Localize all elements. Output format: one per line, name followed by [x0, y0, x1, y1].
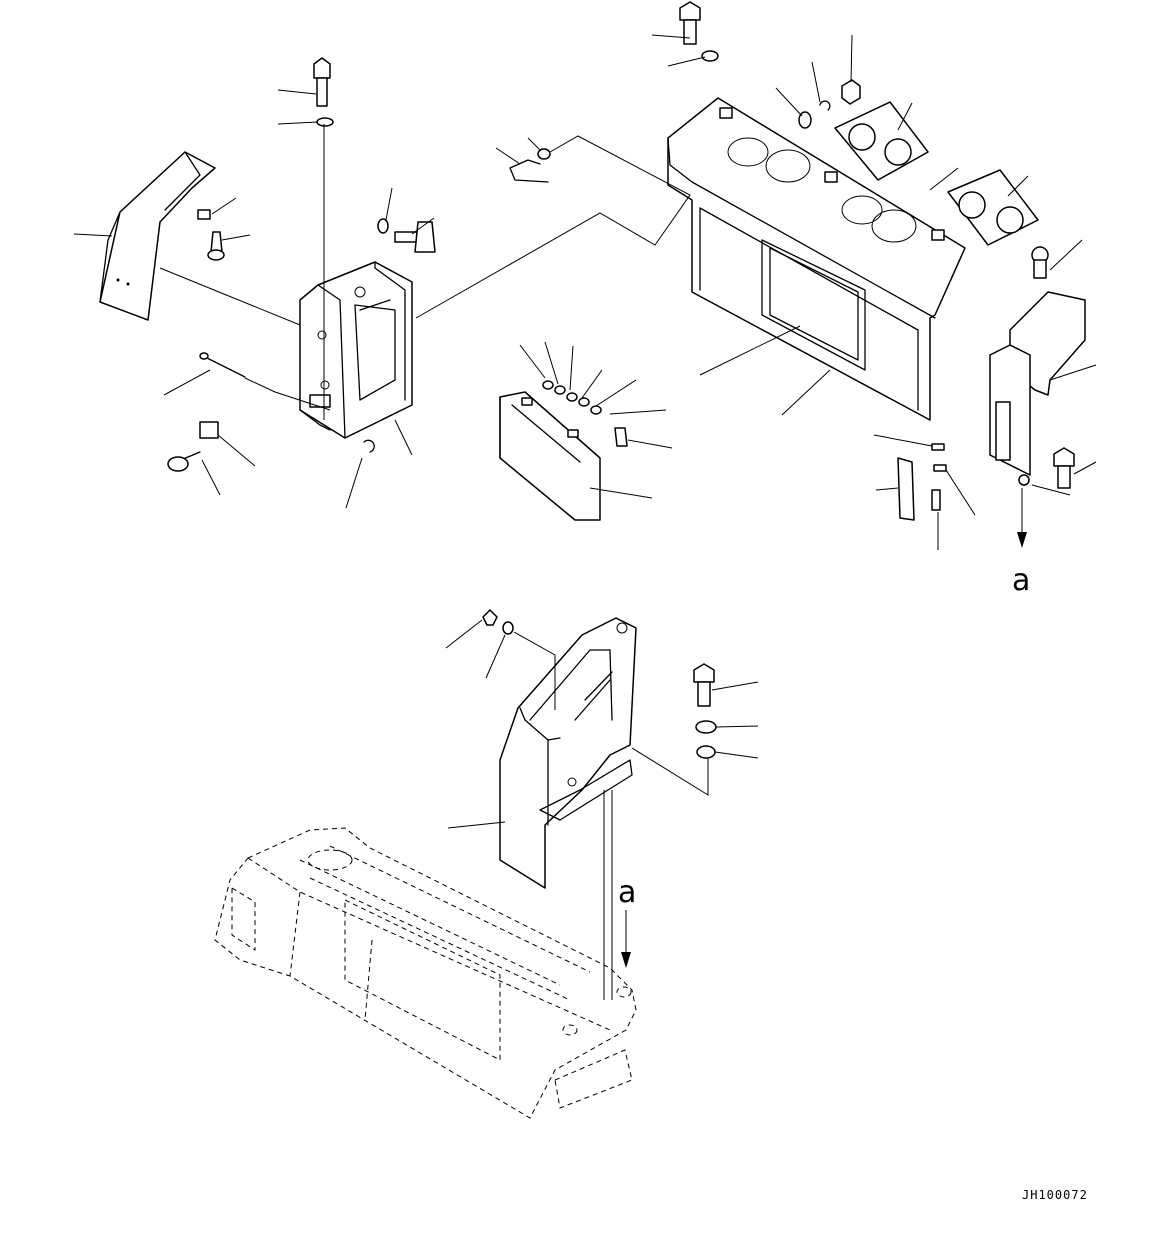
- top-bolt-left: [313, 57, 334, 127]
- lower-bolt-set: [693, 663, 717, 759]
- leader-lines-upper: [73, 34, 1097, 550]
- reference-label-upper: a: [1012, 563, 1030, 598]
- left-bracket-case: [299, 261, 413, 439]
- assembly-lines-upper: [159, 124, 1071, 496]
- reference-arrow-upper: [1017, 488, 1027, 548]
- lower-grommet: [482, 609, 514, 635]
- vent-right: [947, 169, 1039, 246]
- lid-panel: [499, 391, 601, 521]
- lower-bracket: [499, 617, 637, 889]
- drawing-code: JH100072: [1022, 1188, 1088, 1202]
- small-clips-right: [897, 443, 947, 521]
- right-side-cover: [989, 246, 1086, 486]
- right-bolt: [1053, 447, 1075, 489]
- small-nuts: [542, 380, 628, 447]
- floor-frame-phantom: [214, 827, 637, 1119]
- hose-clamp: [509, 148, 551, 183]
- reference-label-lower: a: [618, 875, 636, 910]
- clip-and-pin: [167, 421, 219, 472]
- snap-ring: [363, 439, 375, 453]
- reference-arrow-lower: [621, 910, 631, 968]
- console-panel: [667, 97, 966, 421]
- left-side-cover: [99, 151, 216, 321]
- left-cover-clips: [197, 209, 225, 261]
- left-bolt-flange: [377, 218, 436, 253]
- long-pin: [199, 352, 246, 378]
- vent-left: [834, 101, 929, 181]
